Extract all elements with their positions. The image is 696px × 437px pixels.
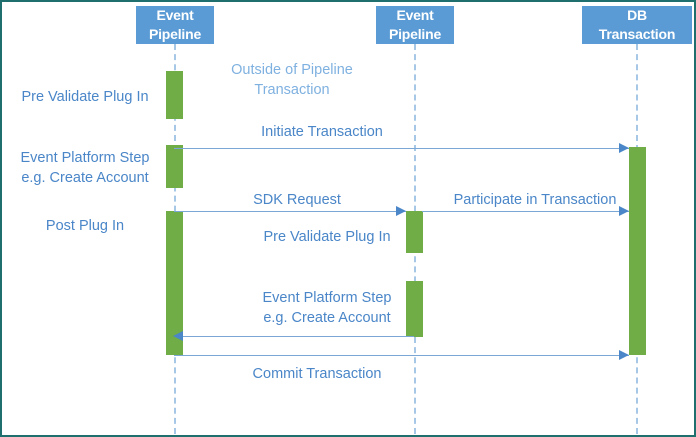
message-arrowhead-initiate-transaction [619, 143, 629, 153]
message-line-participate-in-transaction [422, 211, 629, 212]
message-label-initiate-transaction: Initiate Transaction [261, 124, 383, 140]
message-line-commit-transaction [174, 355, 629, 356]
stage-label-pre-validate-plug-in: Pre Validate Plug In [21, 89, 149, 105]
message-label-participate-in-transaction: Participate in Transaction [453, 192, 617, 208]
stage-label-post-plug-in: Post Plug In [45, 218, 125, 234]
participant-box-event-pipeline-2[interactable]: Event Pipeline [376, 6, 454, 44]
participant-label-line2: Pipeline [148, 26, 202, 42]
message-arrowhead-commit-transaction [619, 350, 629, 360]
activation-bar-sdk-event-platform-step [406, 281, 423, 337]
activation-bar-db-transaction [629, 147, 646, 355]
activation-bar-post-plug-in [166, 211, 183, 355]
message-line-return-to-post-plug-in [183, 336, 414, 337]
participant-box-event-pipeline-1[interactable]: Event Pipeline [136, 6, 214, 44]
participant-label-line1: Event [396, 7, 434, 23]
message-arrowhead-participate-in-transaction [619, 206, 629, 216]
activation-bar-sdk-pre-validate [406, 211, 423, 253]
message-arrowhead-return-to-post-plug-in [173, 331, 183, 341]
activation-bar-pre-validate [166, 71, 183, 119]
activation-bar-event-platform-step [166, 145, 183, 188]
message-line-initiate-transaction [174, 148, 629, 149]
message-label-sdk-request: SDK Request [253, 192, 341, 208]
participant-label-line1: DB [627, 7, 647, 23]
participant-label-line2: Transaction [598, 26, 676, 42]
stage-label-event-platform-step: Event Platform Step e.g. Create Account [20, 150, 150, 186]
message-line-sdk-request [174, 211, 406, 212]
message-arrowhead-sdk-request [396, 206, 406, 216]
annotation-outside-of-pipeline-transaction: Outside of Pipeline Transaction [231, 62, 353, 98]
annotation-pre-validate-plug-in: Pre Validate Plug In [263, 229, 391, 245]
participant-box-db-transaction[interactable]: DB Transaction [582, 6, 692, 44]
participant-label-line2: Pipeline [388, 26, 442, 42]
message-label-commit-transaction: Commit Transaction [252, 366, 382, 382]
participant-label-line1: Event [156, 7, 194, 23]
annotation-event-platform-step: Event Platform Step e.g. Create Account [262, 290, 392, 326]
